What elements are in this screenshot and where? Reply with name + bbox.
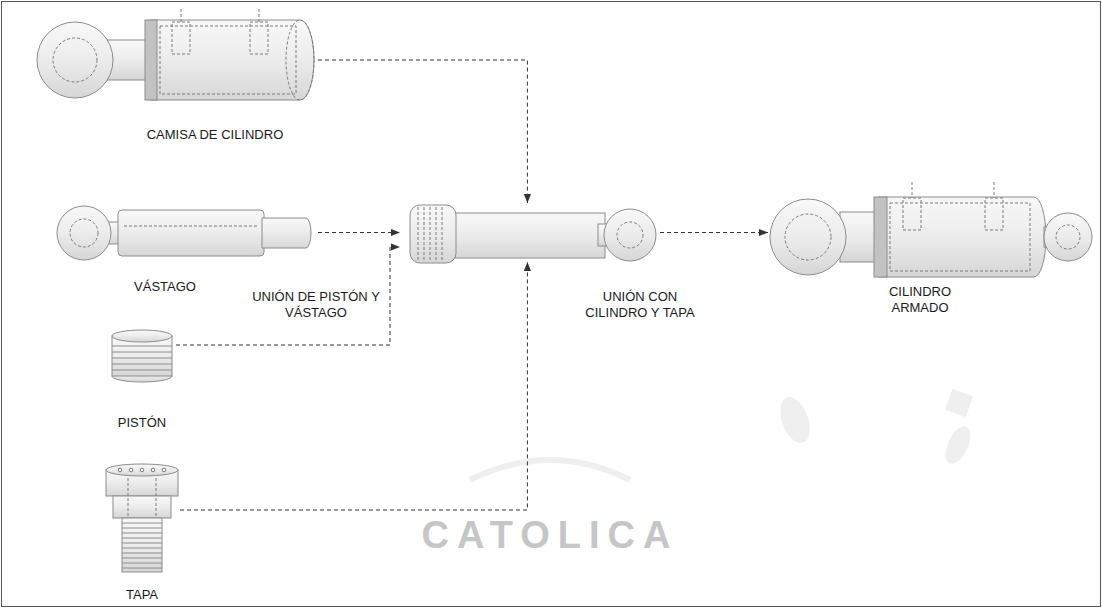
cap-figure-part xyxy=(122,523,162,524)
cylinder-barrel-figure-part xyxy=(250,22,268,54)
part-figure: CAMISA DE CILINDRO xyxy=(35,6,318,122)
piston-figure-part xyxy=(112,370,172,371)
piston-rod-assembly-figure xyxy=(410,205,656,263)
part-figure: VÁSTAGO xyxy=(54,203,318,262)
rod-figure-part xyxy=(262,218,311,248)
watermark-emblem-part xyxy=(470,460,630,480)
rod-figure-part xyxy=(124,226,258,227)
rod-figure xyxy=(57,206,311,260)
assembled-cylinder-figure-part xyxy=(912,182,913,198)
piston-figure-part xyxy=(112,358,172,359)
cap-figure-part xyxy=(140,468,144,472)
cylinder-barrel-figure-part xyxy=(150,20,314,100)
piston-rod-assembly-figure-part xyxy=(604,209,656,261)
cap-figure-part xyxy=(122,528,162,529)
cap-figure-part xyxy=(162,468,166,472)
piston-rod-assembly-figure-part xyxy=(418,207,419,261)
flow-arrow xyxy=(176,247,400,345)
cap-figure-part xyxy=(129,468,133,472)
piston-figure xyxy=(112,330,172,382)
cap-figure-part xyxy=(151,468,155,472)
part-figure: CILINDRO ARMADO xyxy=(768,183,1096,283)
cylinder-barrel-figure-part xyxy=(172,22,190,54)
piston-rod-assembly-figure-part xyxy=(430,207,431,261)
assembled-cylinder-figure-part xyxy=(770,199,846,275)
flow-arrow xyxy=(180,262,527,510)
watermark-emblem-part xyxy=(775,393,816,447)
cap-figure-part xyxy=(122,518,162,572)
cap-figure xyxy=(106,464,178,572)
cap-figure-part xyxy=(113,496,171,518)
cap-figure-part xyxy=(122,548,162,549)
rod-figure-part xyxy=(118,210,264,256)
cap-figure-part xyxy=(118,468,122,472)
cap-figure-part xyxy=(122,568,162,569)
piston-figure-part xyxy=(112,330,172,342)
cylinder-barrel-figure-part xyxy=(181,9,182,22)
cap-figure-part xyxy=(122,533,162,534)
part-caption: UNIÓN DE PISTÓN Y VÁSTAGO xyxy=(246,289,386,321)
part-figure: PISTÓN xyxy=(108,326,176,384)
cylinder-barrel-figure-part xyxy=(160,26,296,94)
piston-rod-assembly-figure-part xyxy=(617,222,643,248)
cylinder-barrel-figure-part xyxy=(37,22,113,98)
watermark-emblem xyxy=(470,389,976,480)
cap-figure-part xyxy=(122,538,162,539)
flow-arrow xyxy=(318,60,527,203)
part-caption: PISTÓN xyxy=(92,415,192,431)
rod-figure-part xyxy=(70,219,98,247)
piston-rod-assembly-figure-part xyxy=(410,205,456,263)
assembled-cylinder-figure-part xyxy=(874,197,887,277)
part-caption: CILINDRO ARMADO xyxy=(875,284,965,316)
cap-figure-part xyxy=(122,543,162,544)
part-figure: UNIÓN DE PISTÓN Y VÁSTAGOUNIÓN CON CILIN… xyxy=(400,203,660,262)
assembled-cylinder-figure-part xyxy=(985,198,1003,230)
piston-rod-assembly-figure-part xyxy=(436,207,437,261)
piston-rod-assembly-figure-part xyxy=(424,207,425,261)
part-caption: CAMISA DE CILINDRO xyxy=(105,127,325,143)
cap-figure-part xyxy=(106,464,178,476)
piston-figure-part xyxy=(112,346,172,347)
cylinder-barrel-figure-part xyxy=(259,9,260,22)
watermark-emblem-part xyxy=(940,423,975,468)
assembled-cylinder-figure xyxy=(770,182,1092,277)
assembled-cylinder-figure-part xyxy=(878,197,1046,277)
piston-rod-assembly-figure-part xyxy=(442,207,443,261)
cylinder-barrel-figure-part xyxy=(145,20,157,100)
part-figure: TAPA xyxy=(104,462,180,578)
part-caption: VÁSTAGO xyxy=(105,279,225,295)
piston-figure-part xyxy=(112,352,172,353)
rod-figure-part xyxy=(57,206,111,260)
assembled-cylinder-figure-part xyxy=(1056,225,1080,249)
watermark-emblem-part xyxy=(945,389,973,417)
watermark-text: CATOLICA xyxy=(410,516,690,554)
cap-figure-part xyxy=(128,478,129,516)
cap-figure-part xyxy=(122,563,162,564)
flow-arrow xyxy=(318,232,400,233)
piston-figure-part xyxy=(112,364,172,365)
assembled-cylinder-figure-part xyxy=(785,214,831,260)
cap-figure-part xyxy=(156,478,157,516)
cylinder-barrel-figure xyxy=(37,9,314,100)
assembled-cylinder-figure-part xyxy=(890,203,1030,271)
assembled-cylinder-figure-part xyxy=(903,198,921,230)
cylinder-barrel-figure-part xyxy=(53,38,97,82)
piston-rod-assembly-figure-part xyxy=(455,213,605,258)
part-caption: UNIÓN CON CILINDRO Y TAPA xyxy=(578,289,703,321)
cylinder-barrel-figure-part xyxy=(286,20,314,100)
flow-arrow xyxy=(660,232,768,233)
assembled-cylinder-figure-part xyxy=(1044,213,1092,261)
cap-figure-part xyxy=(122,558,162,559)
cap-figure-part xyxy=(122,553,162,554)
assembled-cylinder-figure-part xyxy=(994,182,995,198)
part-caption: TAPA xyxy=(102,587,182,603)
